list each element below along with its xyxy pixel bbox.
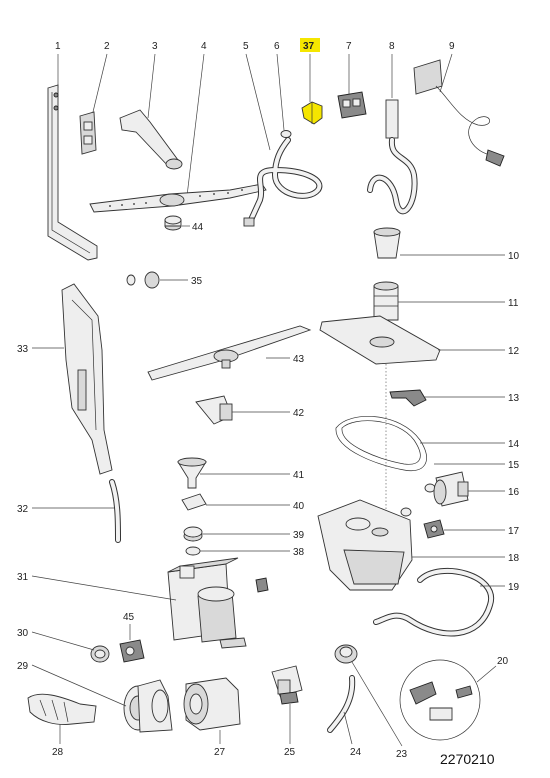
- label-45: 45: [123, 612, 135, 623]
- part-39-cap: [183, 526, 203, 542]
- part-17-sensor: [423, 519, 445, 539]
- part-18-sump: [317, 499, 413, 591]
- part-12-filter-plate: [319, 315, 441, 365]
- label-8: 8: [389, 41, 395, 52]
- part-30-seal: [90, 645, 110, 663]
- label-23: 23: [396, 749, 408, 760]
- part-23-cap: [334, 644, 358, 664]
- label-44: 44: [192, 222, 204, 233]
- part-28-hose-elbow: [27, 693, 97, 725]
- part-42-arm-support: [195, 395, 233, 425]
- part-44-nut: [164, 215, 182, 231]
- label-12: 12: [508, 346, 520, 357]
- label-39: 39: [293, 530, 305, 541]
- label-5: 5: [243, 41, 249, 52]
- part-43-upper-spray-arm: [147, 325, 312, 381]
- part-15-seal: [400, 483, 436, 517]
- label-28: 28: [52, 747, 64, 758]
- label-4: 4: [201, 41, 207, 52]
- part-2-bracket: [79, 111, 97, 155]
- part-14-gasket: [335, 416, 427, 472]
- label-37-highlight: [300, 38, 320, 52]
- part-45-connector: [119, 639, 145, 663]
- part-3-spray-arm-feed: [119, 109, 183, 170]
- label-38: 38: [293, 547, 305, 558]
- label-24: 24: [350, 747, 362, 758]
- label-30: 30: [17, 628, 29, 639]
- part-10-filter: [373, 227, 401, 259]
- label-31: 31: [17, 572, 29, 583]
- label-14: 14: [508, 439, 520, 450]
- label-33: 33: [17, 344, 29, 355]
- label-18: 18: [508, 553, 520, 564]
- part-1-side-rail: [47, 84, 98, 261]
- label-16: 16: [508, 487, 520, 498]
- part-7-connector: [337, 91, 367, 119]
- label-6: 6: [274, 41, 280, 52]
- label-3: 3: [152, 41, 158, 52]
- label-27: 27: [214, 747, 226, 758]
- part-25-valve: [271, 665, 303, 705]
- label-1: 1: [55, 41, 61, 52]
- part-24-tube: [327, 675, 356, 733]
- part-9-power-cable: [413, 59, 505, 167]
- part-33-panel: [61, 283, 113, 475]
- label-2: 2: [104, 41, 110, 52]
- label-7: 7: [346, 41, 352, 52]
- label-11: 11: [508, 298, 519, 309]
- part-35-nut: [126, 271, 160, 289]
- label-19: 19: [508, 582, 520, 593]
- document-number: 2270210: [440, 751, 495, 767]
- part-31-water-softener: [167, 557, 269, 649]
- label-20: 20: [497, 656, 509, 667]
- part-37-clip: [301, 101, 323, 125]
- label-17: 17: [508, 526, 520, 537]
- part-29-drain-pump: [123, 679, 173, 733]
- label-35: 35: [191, 276, 203, 287]
- label-41: 41: [293, 470, 305, 481]
- label-40: 40: [293, 501, 305, 512]
- part-38-ring: [185, 546, 201, 556]
- label-25: 25: [284, 747, 296, 758]
- label-43: 43: [293, 354, 305, 365]
- label-13: 13: [508, 393, 520, 404]
- part-4-lower-spray-arm: [89, 183, 267, 213]
- label-15: 15: [508, 460, 520, 471]
- part-41-funnel: [177, 457, 207, 489]
- part-19-drain-hose: [373, 567, 495, 637]
- label-29: 29: [17, 661, 29, 672]
- part-13-clip: [389, 389, 427, 407]
- label-10: 10: [508, 251, 520, 262]
- label-32: 32: [17, 504, 29, 515]
- part-20-detail: [399, 659, 481, 741]
- part-27-motor: [183, 677, 241, 731]
- label-37: 37: [303, 41, 315, 52]
- label-42: 42: [293, 408, 305, 419]
- part-32-tube: [109, 479, 121, 543]
- part-16-circulation-pump: [433, 471, 469, 507]
- part-8-inlet-hose: [367, 99, 418, 215]
- part-5-hose: [243, 137, 323, 227]
- label-9: 9: [449, 41, 455, 52]
- part-40-cap: [181, 493, 207, 511]
- part-11-filter-cylinder: [373, 281, 399, 321]
- part-6-o-ring: [280, 130, 292, 138]
